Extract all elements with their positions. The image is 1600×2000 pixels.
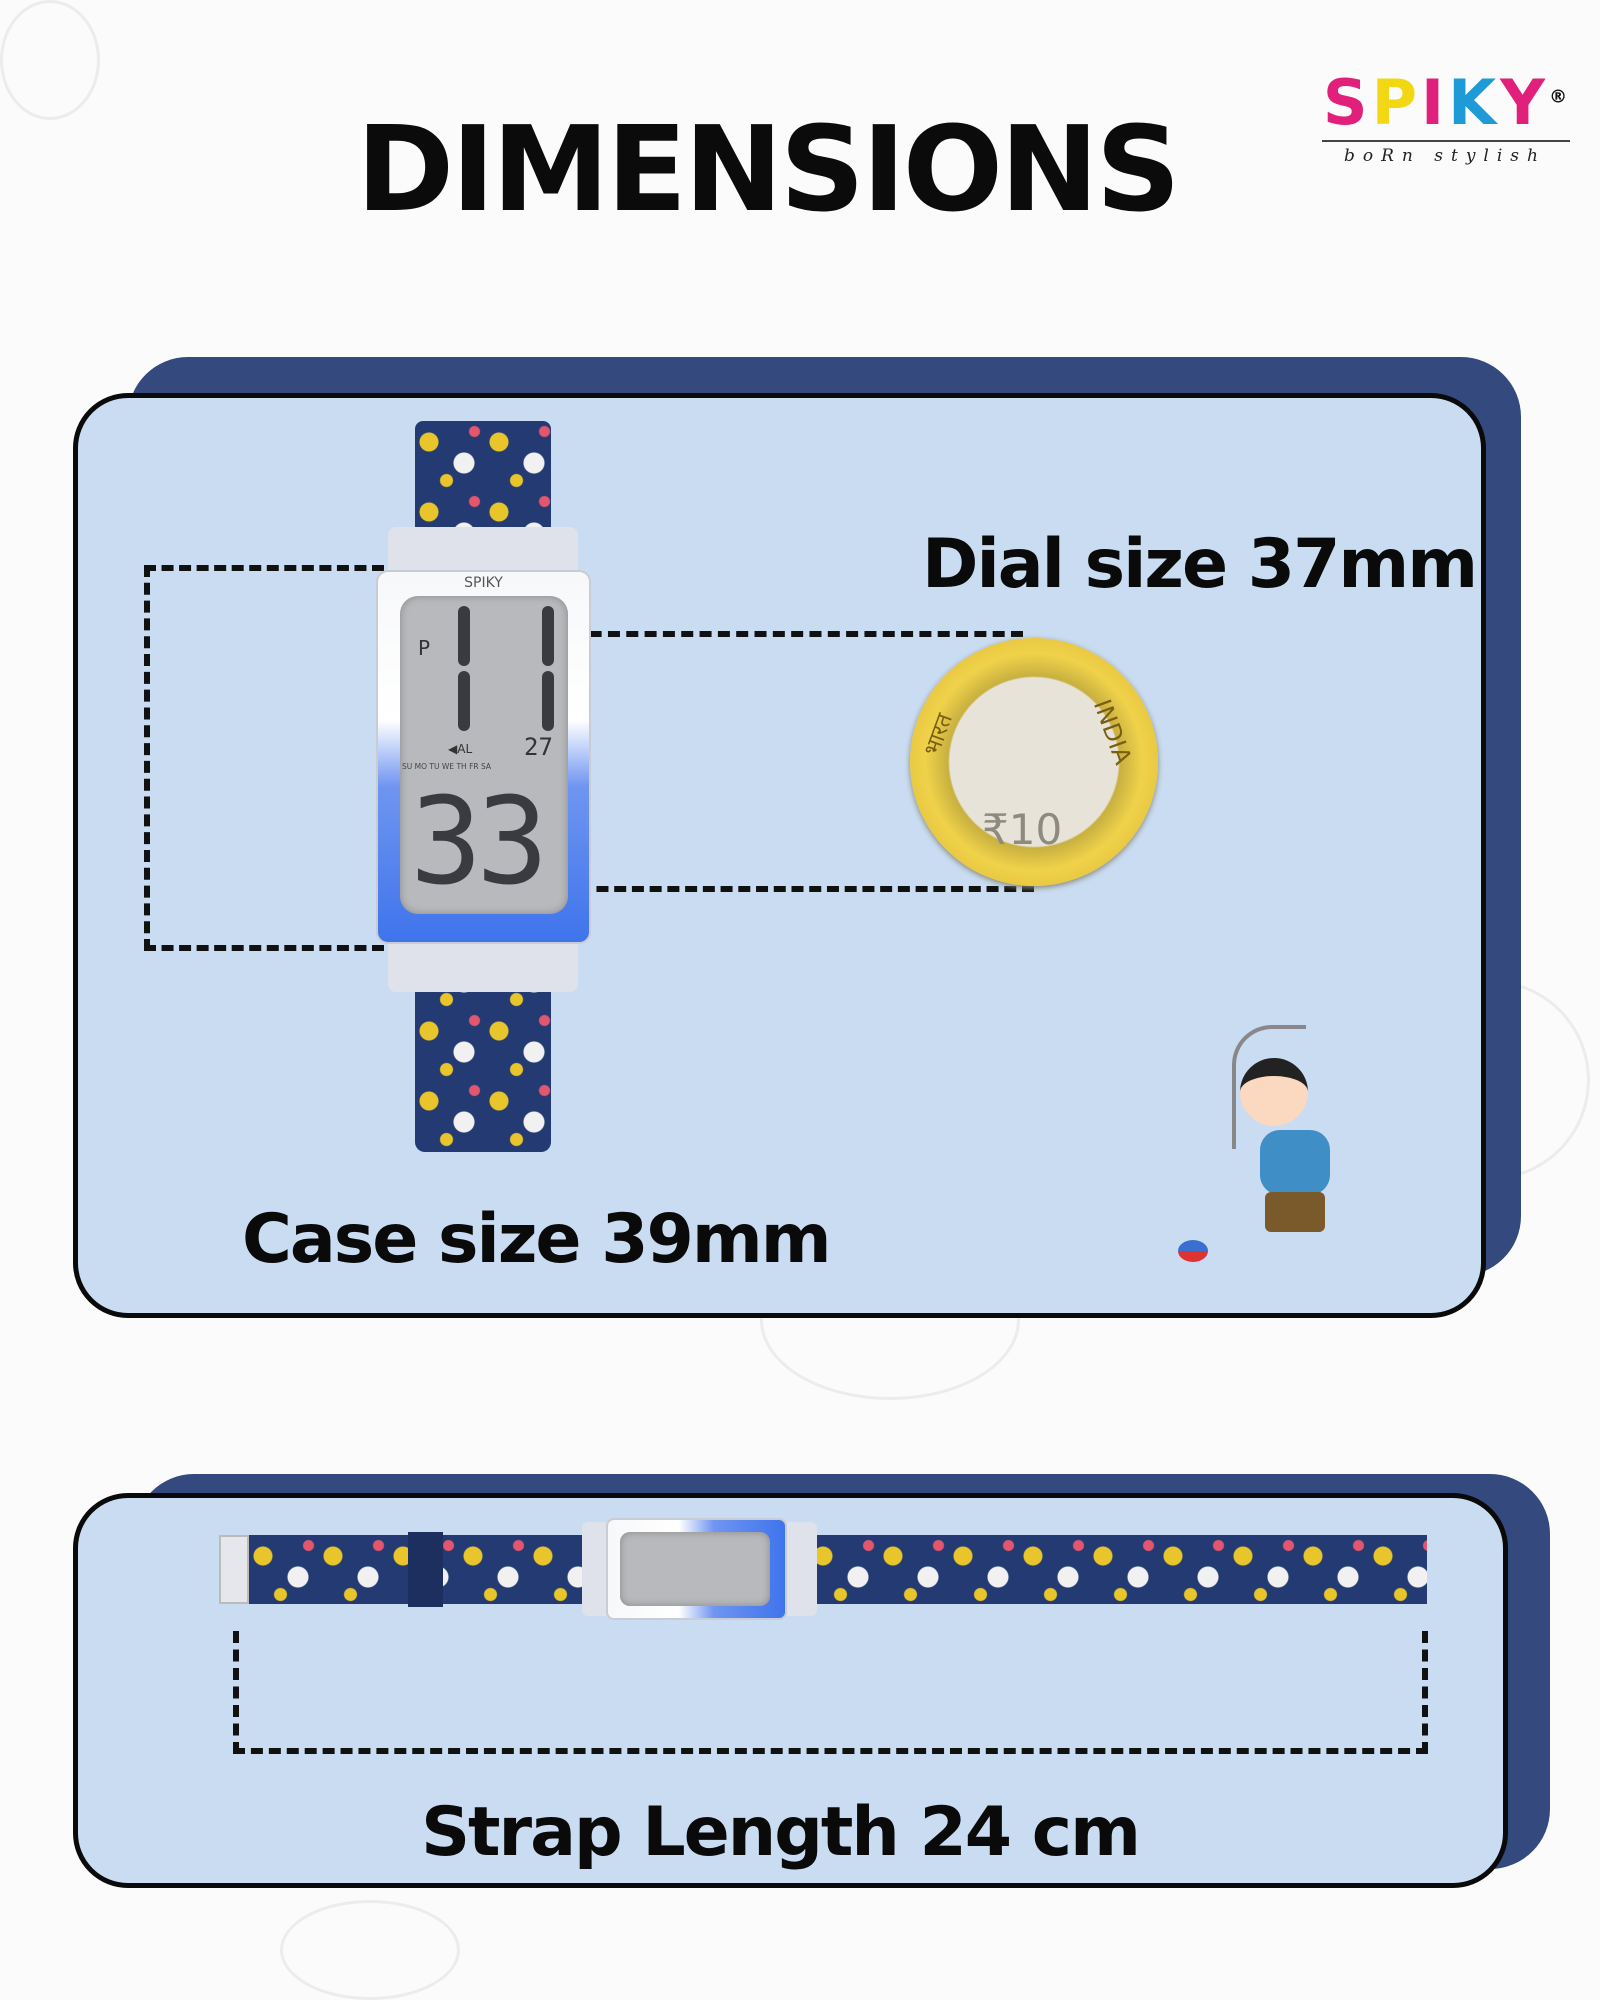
dial-size-label: Dial size 37mm (922, 525, 1478, 604)
kid-spinning-top-illustration (1170, 1020, 1440, 1310)
dial-case-panel (73, 393, 1486, 1318)
watch-brand: SPIKY (464, 575, 503, 591)
weekday-row: SU MO TU WE TH FR SA (402, 762, 492, 771)
strap-keeper (408, 1532, 443, 1607)
logo-wordmark: SPIKY® (1322, 66, 1568, 139)
alarm-label: AL (457, 742, 473, 756)
coin-value: ₹10 (982, 805, 1063, 854)
ten-rupee-coin: INDIA भारत ₹10 (910, 638, 1158, 886)
registered-mark: ® (1549, 86, 1568, 108)
watch-strap-flat (249, 1535, 1427, 1604)
coin-hindi: भारत (919, 710, 958, 760)
alarm-indicator: ◀AL (448, 742, 473, 756)
strap-buckle (219, 1535, 249, 1604)
case-size-label: Case size 39mm (242, 1200, 832, 1279)
dial-size-line-top (553, 631, 1023, 637)
minutes-display: 33 (410, 773, 548, 912)
watch-case: SPIKY P ◀AL 27 SU MO TU WE TH FR SA 33 (376, 570, 591, 944)
watch-display-flat (620, 1532, 770, 1606)
logo-tagline: boRn stylish (1344, 146, 1546, 166)
background-doodle (0, 0, 100, 120)
lcd-segment (542, 671, 554, 731)
lcd-segment (458, 606, 470, 666)
watch-case-flat (606, 1518, 787, 1620)
background-doodle (280, 1900, 460, 2000)
brand-logo: SPIKY® boRn stylish (1310, 72, 1580, 192)
dial-size-line-bottom (561, 886, 1034, 892)
pm-indicator: P (418, 636, 431, 660)
strap-length-bracket (233, 1631, 1428, 1754)
date-display: 27 (524, 733, 553, 761)
lcd-segment (542, 606, 554, 666)
watch-display: P ◀AL 27 SU MO TU WE TH FR SA 33 (400, 596, 568, 914)
lcd-segment (458, 671, 470, 731)
strap-length-label: Strap Length 24 cm (421, 1793, 1141, 1872)
case-size-bracket (144, 565, 384, 951)
page-title: DIMENSIONS (356, 100, 1181, 238)
coin-country: INDIA (1087, 695, 1138, 769)
